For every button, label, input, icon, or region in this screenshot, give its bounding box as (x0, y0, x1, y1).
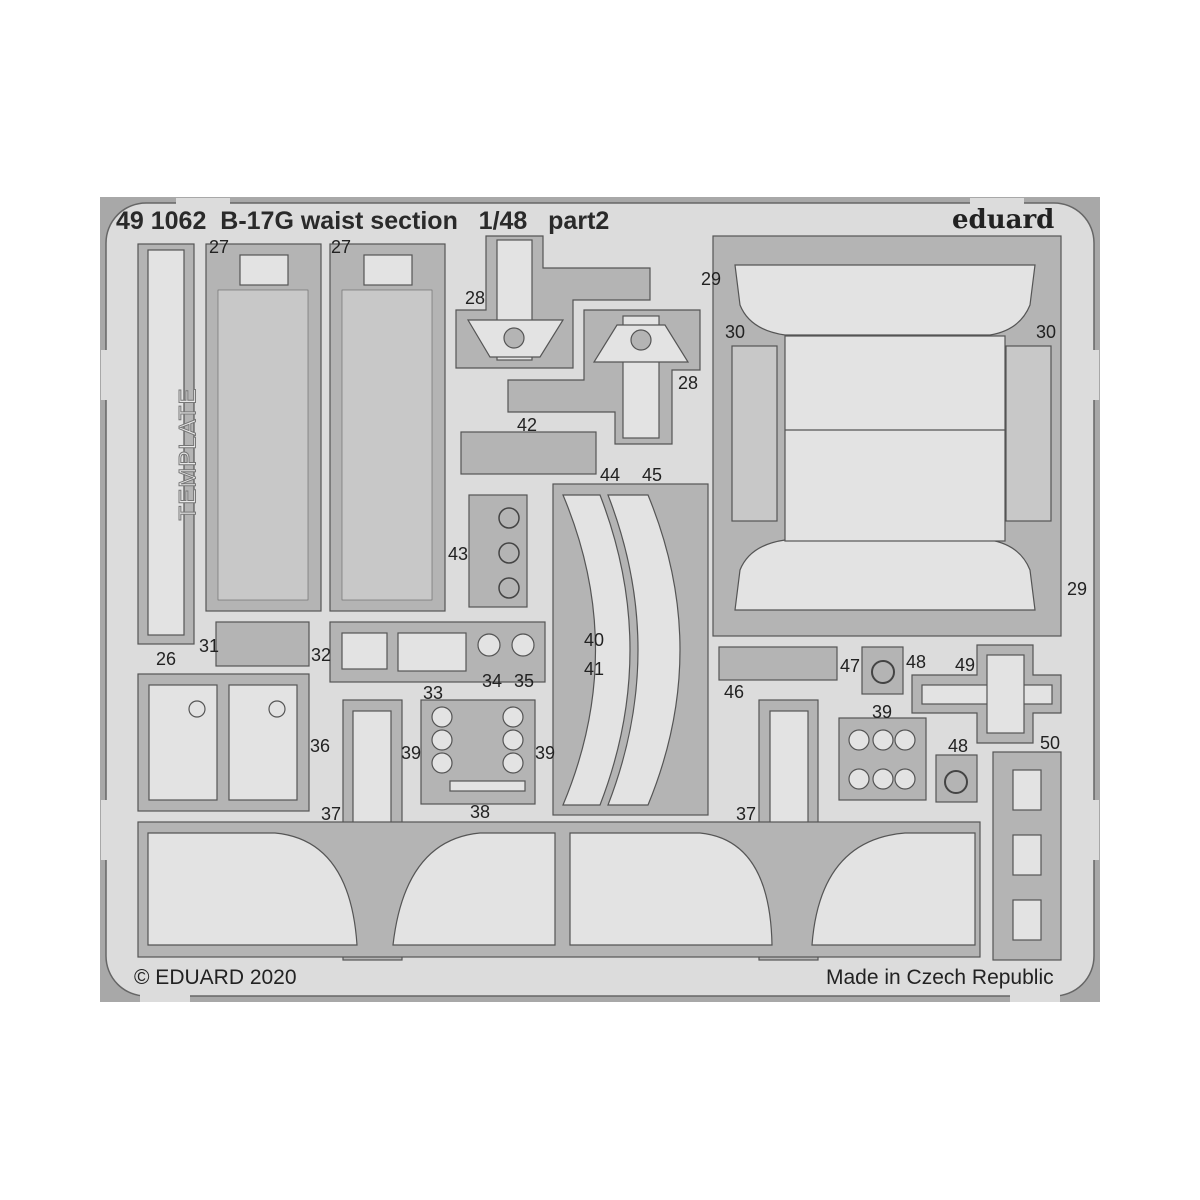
label-42: 42 (517, 415, 538, 435)
part-28b (507, 309, 701, 445)
label-38: 38 (470, 802, 491, 822)
label-29a: 29 (701, 269, 722, 289)
label-31: 31 (199, 636, 220, 656)
label-27b: 27 (331, 237, 352, 257)
part-30b (1005, 345, 1052, 522)
copyright: © EDUARD 2020 (134, 966, 297, 989)
label-45: 45 (642, 465, 663, 485)
label-33: 33 (423, 683, 444, 703)
label-28b: 28 (678, 373, 699, 393)
label-43: 43 (448, 544, 469, 564)
label-49: 49 (955, 655, 976, 675)
label-26: 26 (156, 649, 177, 669)
part-34 (477, 633, 501, 657)
label-44: 44 (600, 465, 621, 485)
label-39b: 39 (535, 743, 556, 763)
label-30b: 30 (1036, 322, 1057, 342)
part-30a (731, 345, 778, 522)
label-37b: 37 (736, 804, 757, 824)
part-42 (460, 431, 597, 475)
label-48a: 48 (906, 652, 927, 672)
label-29b: 29 (1067, 579, 1088, 599)
label-46: 46 (724, 682, 745, 702)
part-46-47 (718, 646, 838, 681)
part-45 (607, 494, 681, 806)
label-47: 47 (840, 656, 861, 676)
part-35 (511, 633, 535, 657)
label-37a: 37 (321, 804, 342, 824)
part-27a (205, 243, 322, 612)
part-28a (455, 235, 651, 369)
brand-logo: eduard (952, 205, 1055, 235)
label-27a: 27 (209, 237, 230, 257)
origin-label: Made in Czech Republic (826, 966, 1054, 989)
part-31 (215, 621, 310, 667)
label-34: 34 (482, 671, 503, 691)
label-39a: 39 (401, 743, 422, 763)
sheet-title: 49 1062 B-17G waist section 1/48 part2 (116, 207, 610, 235)
label-40: 40 (584, 630, 605, 650)
label-48b: 48 (948, 736, 969, 756)
part-44 (562, 494, 631, 806)
part-48a (861, 646, 904, 695)
template-label: TEMPLATE (174, 387, 202, 521)
label-41: 41 (584, 659, 605, 679)
label-39c: 39 (872, 702, 893, 722)
part-48b (935, 754, 978, 803)
label-35: 35 (514, 671, 535, 691)
label-30a: 30 (725, 322, 746, 342)
label-32: 32 (311, 645, 332, 665)
part-27b (329, 243, 446, 612)
label-36: 36 (310, 736, 331, 756)
label-50: 50 (1040, 733, 1061, 753)
label-28a: 28 (465, 288, 486, 308)
